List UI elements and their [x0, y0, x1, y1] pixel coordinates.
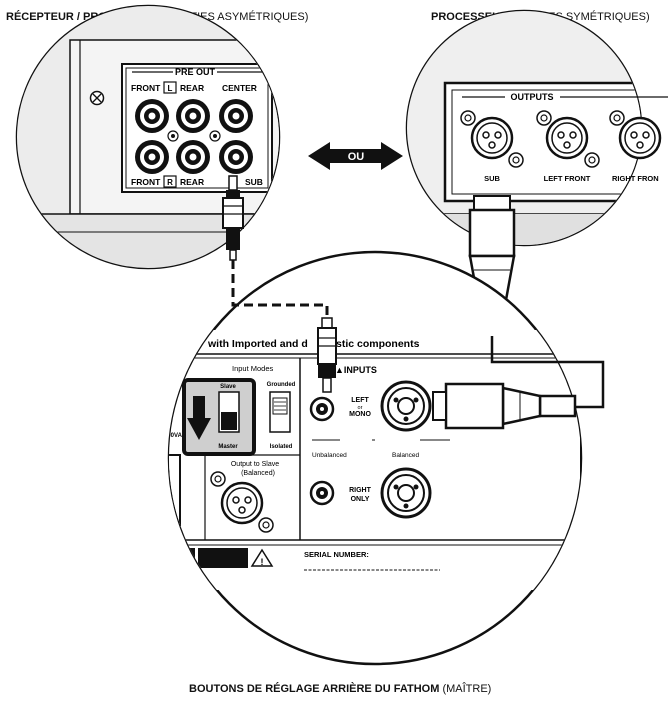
fathom-panel: ! 200VA with Imported and d stic compone…	[164, 250, 583, 666]
label-center: CENTER	[222, 83, 257, 93]
rca-input-left	[309, 396, 335, 422]
screw-icon	[460, 110, 476, 126]
label-inputs: ▲INPUTS	[335, 365, 377, 375]
label-grounded: Grounded	[267, 382, 296, 388]
screw-icon	[536, 110, 552, 126]
caption-fathom-light: (MAÎTRE)	[442, 683, 492, 695]
processor-panel: OUTPUTS SUB LEFT FRONT RIGHT FRON	[405, 9, 668, 338]
screw-icon	[508, 152, 524, 168]
screw-icon	[609, 110, 625, 126]
label-right: RIGHT	[349, 487, 372, 494]
label-slave: Slave	[220, 384, 236, 390]
or-arrow-label: OU	[348, 151, 365, 163]
label-master: Master	[218, 444, 238, 450]
label-output-left-front: LEFT FRONT	[544, 174, 591, 183]
rca-input-right	[309, 480, 335, 506]
xlr-cable	[432, 336, 605, 430]
or-arrow: OU	[308, 142, 403, 170]
label-output-right-front: RIGHT FRON	[612, 174, 659, 183]
caption-fathom-bold: BOUTONS DE RÉGLAGE ARRIÈRE DU FATHOM	[189, 683, 440, 695]
fathom-header-text-end: stic components	[336, 338, 420, 350]
label-output-sub: SUB	[484, 174, 500, 183]
rca-jack-center	[219, 99, 253, 133]
caption-fathom: BOUTONS DE RÉGLAGE ARRIÈRE DU FATHOM (MA…	[189, 683, 491, 695]
label-left: LEFT	[351, 397, 369, 404]
xlr-output-right-front	[618, 116, 662, 160]
label-input-modes: Input Modes	[232, 364, 274, 373]
label-or: or	[358, 405, 363, 411]
label-sub: SUB	[245, 177, 263, 187]
screw-icon	[258, 517, 274, 533]
combo-input-left	[380, 380, 432, 432]
xlr-output-sub	[470, 116, 514, 160]
pre-out-title: PRE OUT	[175, 67, 216, 77]
label-va: 200VA	[164, 433, 183, 439]
label-balanced: Balanced	[392, 452, 419, 459]
label-serial-number: SERIAL NUMBER:	[304, 550, 369, 559]
label-l-box: L	[168, 84, 173, 93]
rca-plug-top	[222, 175, 244, 261]
arrow-down-icon	[187, 396, 211, 440]
label-r-box: R	[167, 178, 173, 187]
label-mono: MONO	[349, 411, 371, 418]
label-rear-top: REAR	[180, 83, 204, 93]
rca-jack-rear-left	[176, 99, 210, 133]
rca-jack-front-right	[135, 140, 169, 174]
fathom-header-text: with Imported and d	[207, 338, 308, 350]
xlr-output-to-slave	[220, 481, 264, 525]
screw-icon	[210, 471, 226, 487]
receiver-panel: PRE OUT FRONT L REAR CENTER FRONT R REAR…	[15, 4, 281, 270]
label-unbalanced: Unbalanced	[312, 452, 347, 459]
svg-text:!: !	[261, 557, 264, 567]
label-output-balanced: (Balanced)	[241, 470, 275, 477]
screw-icon	[89, 90, 105, 106]
rca-jack-rear-right	[176, 140, 210, 174]
screw-icon	[584, 152, 600, 168]
xlr-output-left-front	[545, 116, 589, 160]
rca-jack-sub	[219, 140, 253, 174]
label-rear-bottom: REAR	[180, 177, 204, 187]
label-output-to-slave: Output to Slave	[231, 461, 279, 468]
rca-jack-front-left	[135, 99, 169, 133]
label-isolated: Isolated	[270, 444, 293, 450]
combo-input-right	[380, 467, 432, 519]
outputs-title: OUTPUTS	[510, 92, 553, 102]
label-front-top: FRONT	[131, 83, 161, 93]
rca-cable	[231, 260, 337, 393]
label-only: ONLY	[351, 496, 370, 503]
label-front-bottom: FRONT	[131, 177, 161, 187]
